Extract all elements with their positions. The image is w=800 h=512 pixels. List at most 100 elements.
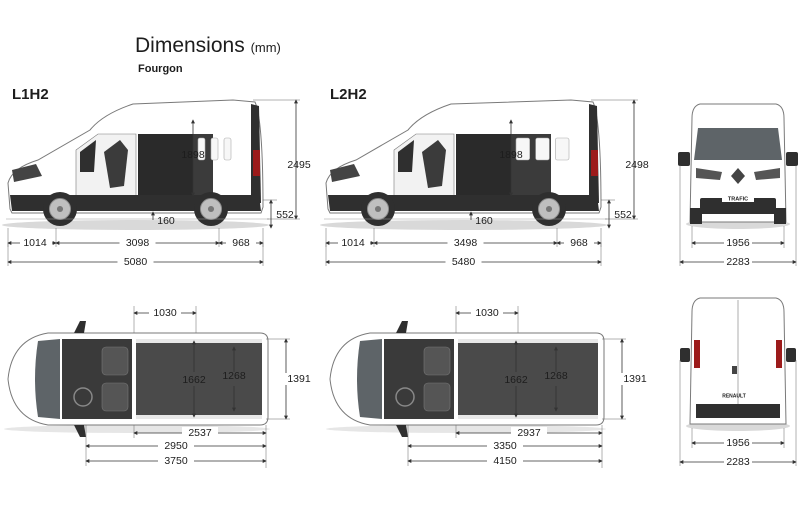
cargo-wall-bottom	[458, 415, 598, 419]
front-tyre-right	[774, 208, 786, 224]
front-dimensions: 1956 2283	[679, 165, 797, 268]
rear-panel-window	[535, 137, 550, 161]
mirror-bottom	[74, 425, 86, 437]
dimension-side-door-width: 1030	[153, 307, 177, 319]
driver-seat-top	[101, 382, 129, 412]
dimension-front-overhang: 1014	[341, 237, 365, 249]
dimension-floor-length-max: 3350	[493, 440, 517, 452]
front-wheel-hub	[374, 205, 382, 213]
dimension-wheelbase: 3098	[126, 237, 150, 249]
rear-bumper	[696, 404, 780, 418]
mirror-right	[786, 152, 798, 166]
windshield	[357, 339, 382, 419]
rear-lamp-left	[694, 340, 700, 368]
steering-wheel	[73, 387, 93, 407]
steering-wheel	[395, 387, 415, 407]
dimension-side-door-width: 1030	[475, 307, 499, 319]
rear-wheel-hub	[207, 205, 215, 213]
mirror-top	[74, 321, 86, 333]
dimension-cargo-length-total: 3750	[164, 455, 188, 467]
front-wheel-hub	[56, 205, 64, 213]
headlamp	[12, 164, 42, 182]
door-handle	[732, 366, 737, 374]
dimension-width-between-arches: 1268	[222, 370, 246, 382]
rear-lamp	[253, 150, 260, 176]
dimension-step-height: 552	[614, 209, 632, 221]
page-title: Dimensions (mm)	[135, 34, 281, 57]
rear-dimensions: 1956 2283	[679, 360, 797, 468]
cargo-wall-bottom	[136, 415, 262, 419]
dimension-ground-clearance: 160	[157, 215, 175, 227]
dimension-cargo-length-total: 4150	[493, 455, 517, 467]
headlamp	[330, 164, 360, 182]
windscreen	[694, 128, 782, 160]
lower-trim	[328, 195, 599, 211]
top-shadow	[326, 425, 606, 433]
dimension-step-height: 552	[276, 209, 294, 221]
brand-logo	[731, 168, 745, 184]
variant-label-l2h2: L2H2	[330, 86, 367, 103]
side-view-l1h2: 1898 160 2495 552 1014 3098 968 5080	[2, 99, 311, 268]
dimension-cargo-height: 1898	[181, 149, 205, 161]
rear-view: RENAULT 1956 2283	[679, 297, 797, 468]
dimension-rear-width-mirrors: 2283	[726, 456, 750, 468]
top-shadow	[4, 425, 270, 433]
dimension-floor-length-low: 2537	[188, 427, 212, 439]
front-tyre-left	[690, 208, 702, 224]
rear-lamp	[591, 150, 598, 176]
rear-panel-window	[223, 137, 232, 161]
dimension-overall-height: 2495	[287, 159, 311, 171]
headlamp-right	[754, 168, 780, 180]
variant-label-l1h2: L1H2	[12, 86, 49, 103]
driver-seat	[422, 140, 446, 188]
dimension-rear-door-width: 1391	[623, 373, 647, 385]
front-bumper	[700, 198, 776, 214]
dimension-floor-length-max: 2950	[164, 440, 188, 452]
front-view: TRAFIC 1956 2283	[678, 103, 798, 268]
front-badge-text: TRAFIC	[728, 196, 748, 202]
side-dimensions: 1898 160 2495 552 1014 3098 968 5080	[7, 99, 311, 268]
dimension-front-width-mirrors: 2283	[726, 256, 750, 268]
dimension-front-width-body: 1956	[726, 237, 750, 249]
rear-mirror-right	[786, 348, 796, 362]
rear-badge-text: RENAULT	[722, 393, 746, 399]
windshield	[35, 339, 60, 419]
rear-wheel-hub	[545, 205, 553, 213]
dimension-front-overhang: 1014	[23, 237, 47, 249]
cargo-wall-top	[136, 339, 262, 343]
headlamp-left	[696, 168, 722, 180]
dimension-overall-length: 5080	[124, 256, 148, 268]
dimension-width-between-arches: 1268	[544, 370, 568, 382]
dimension-rear-overhang: 968	[232, 237, 250, 249]
passenger-seat	[101, 346, 129, 376]
cargo-wall-top	[458, 339, 598, 343]
plate	[722, 194, 754, 202]
rear-mirror-left	[680, 348, 690, 362]
page-subtitle: Fourgon	[138, 63, 183, 75]
mirror-left	[678, 152, 690, 166]
mirror-bottom	[396, 425, 408, 437]
steering-area	[398, 140, 414, 172]
driver-seat	[104, 140, 128, 188]
rear-panel-window	[210, 137, 219, 161]
dimension-wheelbase: 3498	[454, 237, 478, 249]
passenger-seat	[423, 346, 451, 376]
dimension-overall-height: 2498	[625, 159, 649, 171]
dimension-cargo-width: 1662	[182, 374, 206, 386]
dimension-floor-length-low: 2937	[517, 427, 541, 439]
rear-panel-window	[555, 137, 570, 161]
steering-area	[80, 140, 96, 172]
dimension-rear-width-body: 1956	[726, 437, 750, 449]
ground-shadow	[2, 220, 269, 230]
rear-panel-window	[197, 137, 206, 161]
dimension-ground-clearance: 160	[475, 215, 493, 227]
dimension-cargo-width: 1662	[504, 374, 528, 386]
driver-seat-top	[423, 382, 451, 412]
dimension-overall-length: 5480	[452, 256, 476, 268]
